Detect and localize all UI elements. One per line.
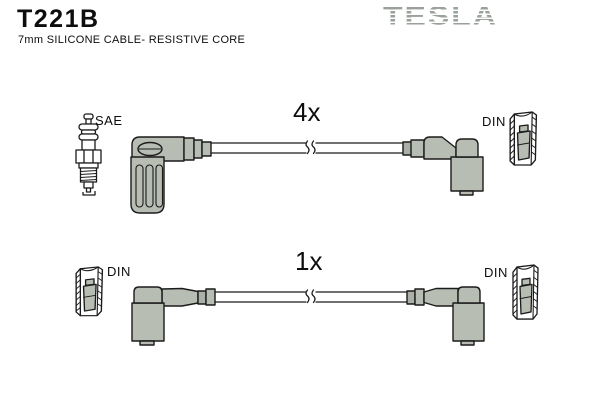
part-number: T221B <box>17 5 100 33</box>
row2-right-din-terminal-icon <box>512 264 539 320</box>
product-description: 7mm SILICONE CABLE- RESISTIVE CORE <box>18 34 246 46</box>
sae-terminal-label: SAE <box>95 113 123 128</box>
spark-plug-icon <box>75 113 102 196</box>
tesla-brand-logo: TESLA <box>383 1 498 31</box>
row2-left-angled-boot-connector <box>131 286 216 346</box>
row1-cable <box>210 140 404 155</box>
row1-right-angled-boot-connector <box>402 136 484 196</box>
row2-quantity-label: 1x <box>295 246 323 276</box>
row2-right-angled-boot-connector <box>406 286 485 346</box>
row1-din-terminal-label: DIN <box>482 114 506 129</box>
cable-break-symbol <box>305 140 316 155</box>
cable-break-symbol <box>305 289 316 304</box>
row1-quantity-label: 4x <box>293 97 321 127</box>
row2-left-din-terminal-label: DIN <box>107 264 131 279</box>
row2-right-din-terminal-label: DIN <box>484 265 508 280</box>
row2-cable <box>214 289 408 304</box>
row1-left-angled-boot-connector <box>130 136 212 214</box>
row1-din-terminal-icon <box>509 111 538 166</box>
row2-left-din-terminal-icon <box>75 266 104 317</box>
